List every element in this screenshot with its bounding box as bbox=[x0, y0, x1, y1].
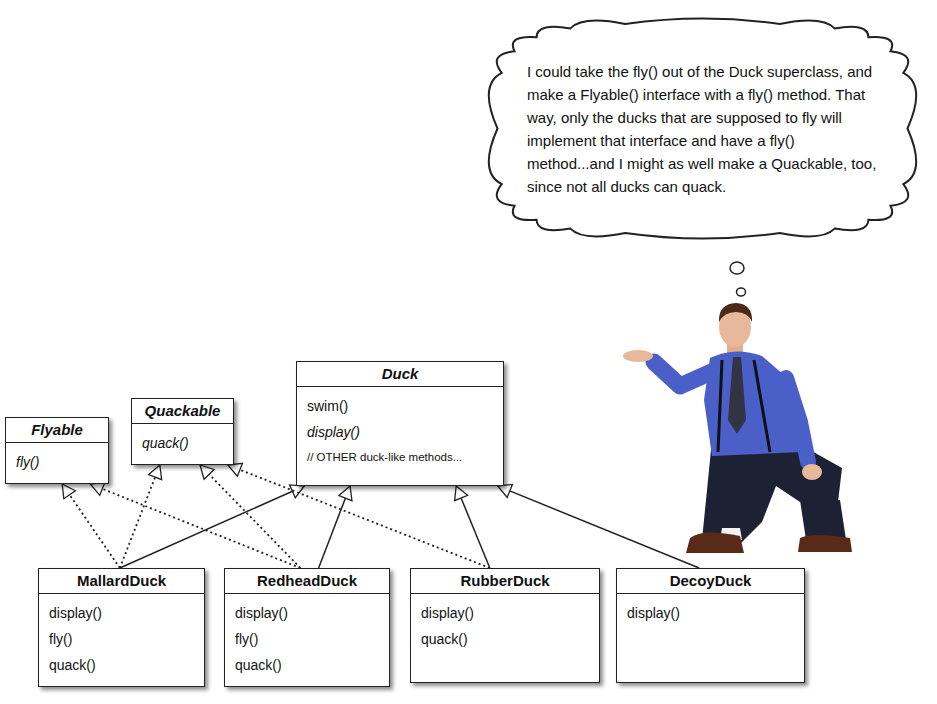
interface-box: Quackable quack() bbox=[131, 398, 234, 465]
class-name: RedheadDuck bbox=[225, 569, 389, 594]
method-name: fly() bbox=[16, 449, 98, 475]
method-list: display() bbox=[617, 594, 804, 632]
method-name: // OTHER duck-like methods... bbox=[307, 445, 493, 469]
hollow-arrowhead bbox=[200, 465, 214, 479]
method-name: quack() bbox=[142, 430, 223, 456]
method-list: display()fly()quack() bbox=[39, 594, 204, 684]
realization-arrow bbox=[200, 465, 300, 568]
class-box: MallardDuckdisplay()fly()quack() bbox=[38, 568, 205, 687]
class-box: RubberDuckdisplay()quack() bbox=[410, 568, 600, 683]
method-name: display() bbox=[627, 600, 794, 626]
class-name: Duck bbox=[297, 362, 503, 387]
method-name: fly() bbox=[235, 626, 379, 652]
class-box: Duckswim()display()// OTHER duck-like me… bbox=[296, 361, 504, 486]
inheritance-arrow bbox=[319, 486, 352, 568]
man-figure bbox=[623, 303, 852, 553]
connector-line bbox=[510, 491, 699, 568]
realization-arrow bbox=[90, 482, 300, 568]
thought-text: I could take the fly() out of the Duck s… bbox=[527, 60, 877, 198]
class-box: DecoyDuck display() bbox=[616, 568, 805, 683]
class-name: MallardDuck bbox=[39, 569, 204, 594]
method-name: quack() bbox=[49, 652, 194, 678]
class-name: Flyable bbox=[6, 418, 108, 443]
method-name: fly() bbox=[49, 626, 194, 652]
interface-box: Flyable fly() bbox=[5, 417, 109, 484]
method-list: quack() bbox=[132, 424, 233, 462]
connector-line bbox=[102, 489, 300, 568]
class-name: RubberDuck bbox=[411, 569, 599, 594]
method-name: display() bbox=[421, 600, 589, 626]
method-name: display() bbox=[307, 419, 493, 445]
connector-line bbox=[209, 474, 300, 568]
connector-line bbox=[70, 495, 120, 568]
realization-arrow bbox=[120, 465, 162, 568]
hollow-arrowhead bbox=[90, 482, 105, 495]
method-name: quack() bbox=[421, 626, 589, 652]
inheritance-arrow bbox=[455, 486, 490, 568]
cloud-outline bbox=[470, 2, 935, 255]
class-box: RedheadDuckdisplay()fly()quack() bbox=[224, 568, 390, 687]
hollow-arrowhead bbox=[62, 484, 75, 499]
connector-line bbox=[120, 477, 155, 568]
hollow-arrowhead bbox=[339, 486, 352, 501]
method-name: quack() bbox=[235, 652, 379, 678]
connector-line bbox=[319, 498, 346, 568]
thought-dot bbox=[730, 262, 744, 274]
inheritance-arrow bbox=[498, 484, 699, 568]
method-list: fly() bbox=[6, 443, 108, 481]
thought-bubble: I could take the fly() out of the Duck s… bbox=[470, 2, 935, 255]
realization-arrow bbox=[62, 484, 120, 568]
method-list: display()quack() bbox=[411, 594, 599, 658]
thought-dot bbox=[737, 288, 746, 296]
class-name: DecoyDuck bbox=[617, 569, 804, 594]
method-list: display()fly()quack() bbox=[225, 594, 389, 684]
cloud-outline bbox=[489, 19, 916, 239]
hollow-arrowhead bbox=[290, 485, 305, 498]
hollow-arrowhead bbox=[228, 463, 243, 476]
hollow-arrowhead bbox=[455, 486, 468, 501]
method-name: display() bbox=[49, 600, 194, 626]
hollow-arrowhead bbox=[498, 484, 513, 497]
class-name: Quackable bbox=[132, 399, 233, 424]
method-list: swim()display()// OTHER duck-like method… bbox=[297, 387, 503, 475]
method-name: swim() bbox=[307, 393, 493, 419]
hollow-arrowhead bbox=[149, 465, 162, 480]
method-name: display() bbox=[235, 600, 379, 626]
